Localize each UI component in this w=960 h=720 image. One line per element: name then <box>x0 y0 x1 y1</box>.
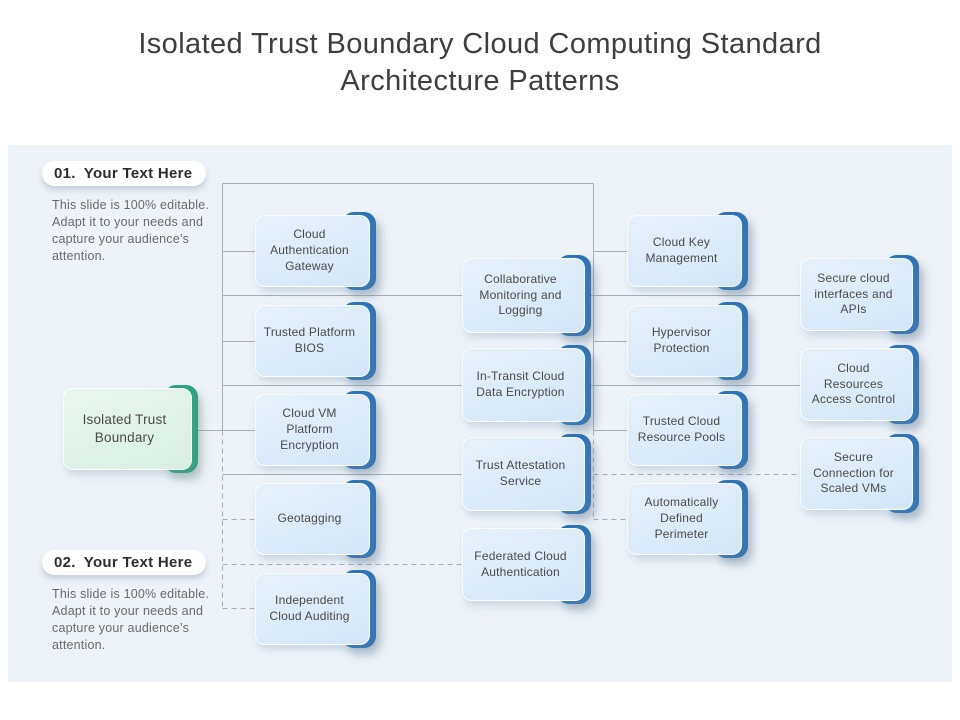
node-automatically-defined-perimeter: Automatically Defined Perimeter <box>627 480 748 558</box>
node-label: Isolated Trust Boundary <box>82 412 167 445</box>
node-label: Geotagging <box>277 511 342 526</box>
node-label: Automatically Defined Perimeter <box>644 495 719 541</box>
node-secure-cloud-interfaces-and-apis: Secure cloud interfaces and APIs <box>800 255 919 334</box>
node-label: Trust Attestation Service <box>475 458 566 488</box>
note1-body: This slide is 100% editable. Adapt it to… <box>52 198 210 263</box>
node-label: Federated Cloud Authentication <box>474 548 567 579</box>
node-label: Cloud Resources Access Control <box>811 360 896 407</box>
node-cloud-vm-platform-encryption: Cloud VM Platform Encryption <box>255 391 376 469</box>
node-label: Secure cloud interfaces and APIs <box>814 270 893 317</box>
node-label: Cloud Key Management <box>645 235 718 265</box>
node-label: Trusted Cloud Resource Pools <box>637 414 726 444</box>
node-federated-cloud-authentication: Federated Cloud Authentication <box>462 525 591 604</box>
node-label: In-Transit Cloud Data Encryption <box>476 369 565 399</box>
node-trusted-platform-bios: Trusted Platform BIOS <box>255 302 376 380</box>
page-title: Isolated Trust Boundary Cloud Computing … <box>138 28 822 97</box>
node-face <box>800 348 913 421</box>
node-geotagging: Geotagging <box>255 480 376 558</box>
node-label: Hypervisor Protection <box>651 325 712 355</box>
node-label: Collaborative Monitoring and Logging <box>479 271 562 318</box>
node-face <box>63 388 192 470</box>
note2-heading-text: Your Text Here <box>83 554 193 571</box>
node-in-transit-cloud-data-encryption: In-Transit Cloud Data Encryption <box>462 345 591 425</box>
note1-heading-text: Your Text Here <box>83 165 193 182</box>
node-label: Trusted Platform BIOS <box>263 325 356 355</box>
node-label: Secure Connection for Scaled VMs <box>813 449 894 496</box>
note2-number: 02. <box>54 554 76 571</box>
node-secure-connection-for-scaled-vms: Secure Connection for Scaled VMs <box>800 434 919 513</box>
node-cloud-resources-access-control: Cloud Resources Access Control <box>800 345 919 424</box>
node-trust-attestation-service: Trust Attestation Service <box>462 434 591 514</box>
node-label: Independent Cloud Auditing <box>269 593 350 623</box>
node-face <box>800 437 913 510</box>
node-label: Cloud Authentication Gateway <box>270 227 349 273</box>
node-collaborative-monitoring-and-logging: Collaborative Monitoring and Logging <box>462 255 591 336</box>
node-isolated-trust-boundary: Isolated Trust Boundary <box>63 385 198 473</box>
node-label: Cloud VM Platform Encryption <box>280 406 339 452</box>
node-cloud-key-management: Cloud Key Management <box>627 212 748 290</box>
note2-body: This slide is 100% editable. Adapt it to… <box>52 587 210 652</box>
node-trusted-cloud-resource-pools: Trusted Cloud Resource Pools <box>627 391 748 469</box>
node-independent-cloud-auditing: Independent Cloud Auditing <box>255 570 376 648</box>
node-hypervisor-protection: Hypervisor Protection <box>627 302 748 380</box>
note2-heading: 02. Your Text Here <box>42 550 207 575</box>
node-cloud-authentication-gateway: Cloud Authentication Gateway <box>255 212 376 290</box>
note1-heading: 01. Your Text Here <box>42 161 207 186</box>
node-face <box>800 258 913 331</box>
note1-number: 01. <box>54 165 76 182</box>
